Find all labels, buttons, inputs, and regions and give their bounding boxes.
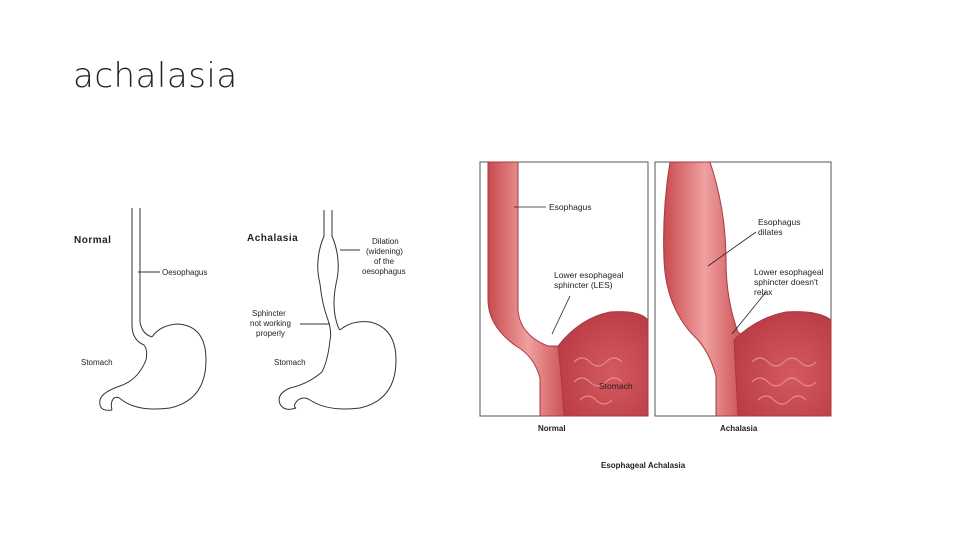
svg-text:Dilation: Dilation <box>372 237 399 246</box>
svg-text:Esophagus: Esophagus <box>758 217 801 227</box>
svg-text:sphincter (LES): sphincter (LES) <box>554 280 613 290</box>
illus-stomach-label: Stomach <box>599 381 633 391</box>
dilation-label: Dilation (widening) of the oesophagus <box>362 237 406 276</box>
svg-text:Sphincter: Sphincter <box>252 309 286 318</box>
normal-stomach-curve <box>110 323 207 411</box>
svg-text:oesophagus: oesophagus <box>362 267 406 276</box>
svg-text:(widening): (widening) <box>366 247 403 256</box>
achalasia-caption: Achalasia <box>720 424 758 433</box>
les-pointer <box>551 295 571 335</box>
normal-panel: Esophagus Lower esophageal sphincter (LE… <box>479 161 649 433</box>
achalasia-heading: Achalasia <box>247 233 298 244</box>
sphincter-label: Sphincter not working properly <box>250 309 291 338</box>
achalasia-panel: Esophagus dilates Lower esophageal sphin… <box>654 161 832 433</box>
normal-caption: Normal <box>538 424 566 433</box>
achalasia-stomach-outline <box>278 339 331 410</box>
normal-stomach-outline <box>99 344 148 411</box>
dilates-label: Esophagus dilates <box>758 217 801 237</box>
svg-text:sphincter doesn't: sphincter doesn't <box>754 277 819 287</box>
normal-stomach-label: Stomach <box>81 358 113 367</box>
achalasia-sketch <box>278 210 397 410</box>
normal-stomach-rugae <box>573 357 623 405</box>
svg-text:Lower esophageal: Lower esophageal <box>754 267 824 277</box>
achalasia-stomach-label: Stomach <box>274 358 306 367</box>
oesophagus-label: Oesophagus <box>162 268 207 277</box>
achalasia-oesophagus-right <box>331 210 341 331</box>
normal-oesophagus-outline <box>131 208 145 346</box>
achalasia-sphincter-label: Lower esophageal sphincter doesn't relax <box>754 267 824 297</box>
svg-text:not working: not working <box>250 319 291 328</box>
achalasia-oesophagus-left <box>317 210 332 341</box>
achalasia-stomach-curve <box>293 321 397 410</box>
achalasia-stomach-rugae <box>751 357 817 405</box>
svg-text:of the: of the <box>374 257 395 266</box>
svg-text:relax: relax <box>754 287 773 297</box>
slide-title: achalasia <box>73 56 238 96</box>
svg-text:Lower esophageal: Lower esophageal <box>554 270 624 280</box>
figure-title: Esophageal Achalasia <box>601 461 686 470</box>
normal-oesophagus-outline-inner <box>139 208 153 338</box>
dilates-pointer <box>707 231 757 267</box>
achalasia-sphincter-pointer <box>731 291 767 335</box>
normal-heading: Normal <box>74 235 111 246</box>
esophagus-illustration: Esophagus Lower esophageal sphincter (LE… <box>479 161 832 470</box>
sketch-diagram: Normal Oesophagus Stomach Achalasia Dila… <box>74 208 406 411</box>
normal-sketch <box>99 208 207 411</box>
les-label: Lower esophageal sphincter (LES) <box>554 270 624 290</box>
svg-text:properly: properly <box>256 329 285 338</box>
esophagus-label: Esophagus <box>549 202 592 212</box>
svg-text:dilates: dilates <box>758 227 783 237</box>
